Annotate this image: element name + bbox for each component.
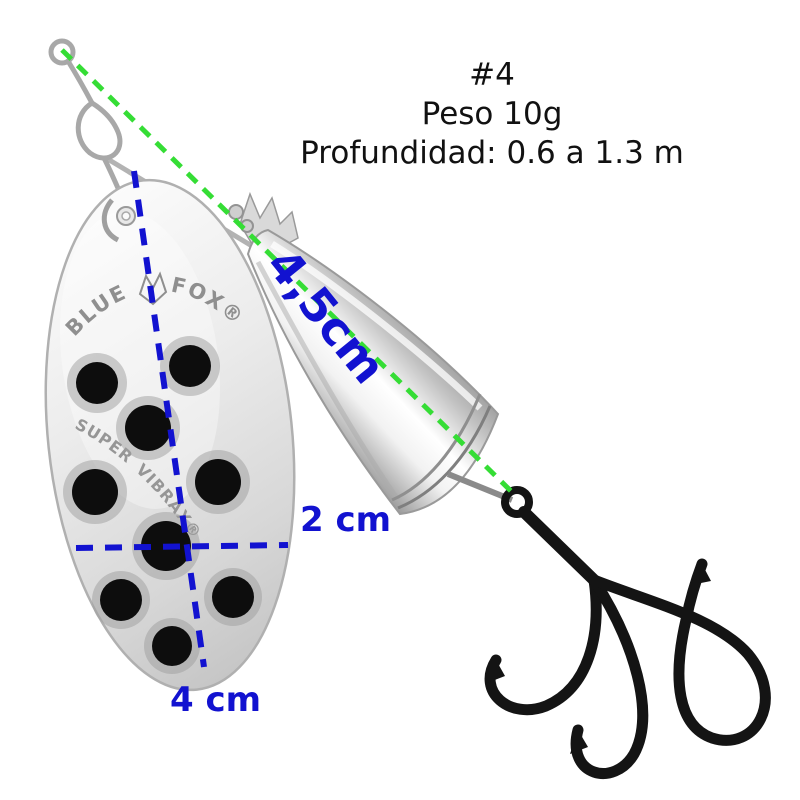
bell-cone [246,228,500,516]
bell-highlight [270,241,483,411]
swivel-wire [65,58,95,106]
hook-point-bottom [570,574,649,779]
hook-barb-right [691,564,711,585]
product-weight: Peso 10g [421,96,563,132]
product-depth: Profundidad: 0.6 a 1.3 m [300,135,684,171]
hook-shank [518,506,600,586]
treble-hook [484,486,771,779]
blade-highlight [59,211,221,509]
snap-loop [75,100,123,161]
total-length-line [60,48,518,498]
fox-logo [138,271,168,306]
blade-length-label: 4 cm [170,680,262,720]
hook-eye [501,486,533,518]
blade-rivet-hole [121,211,131,221]
bell-ring-1 [391,393,482,502]
product-info: #4 Peso 10g Profundidad: 0.6 a 1.3 m [250,56,734,173]
blade-length-line [131,170,207,668]
hook-point-right [588,558,771,746]
blade-dots [63,336,262,674]
hook-point-left [484,574,602,716]
product-size: #4 [469,57,515,93]
blade-width-line [75,542,289,551]
swivel-snap [48,38,127,205]
blade-width-label: 2 cm [300,500,392,540]
hook-barb-left [487,660,505,683]
hook-wire [446,471,514,503]
bell-shadow [255,260,401,502]
body-bead-1 [228,204,244,220]
hook-barb-bottom [570,730,588,754]
bell-ring-2 [397,405,492,510]
swivel-ring [48,38,76,66]
clevis [101,198,120,243]
lure-body [228,191,514,516]
